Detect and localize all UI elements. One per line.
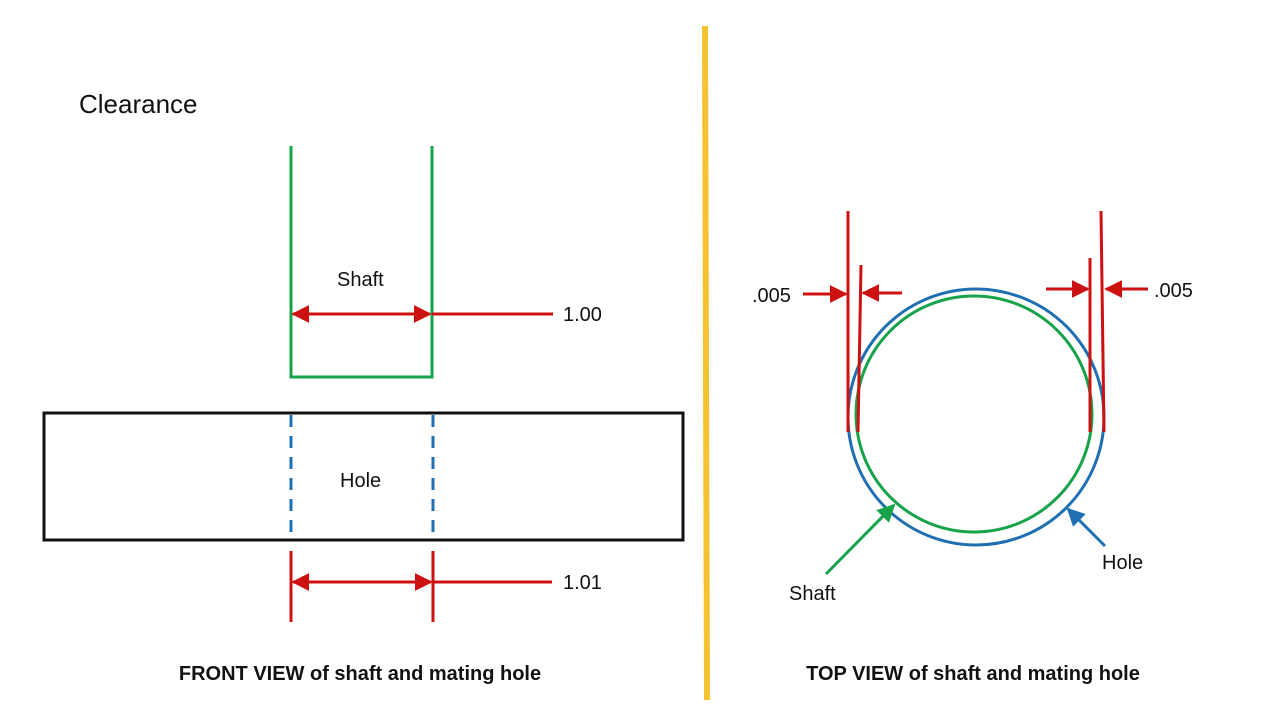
top-right-clearance-value: .005 <box>1154 280 1193 302</box>
top-shaft-circle <box>854 294 1094 534</box>
diagram-title: Clearance <box>79 89 198 119</box>
front-shaft-label: Shaft <box>337 269 384 291</box>
top-hole-circle <box>846 287 1106 547</box>
front-view-caption: FRONT VIEW of shaft and mating hole <box>179 663 541 685</box>
top-shaft-leader <box>824 503 896 576</box>
top-shaft-label: Shaft <box>789 583 836 605</box>
top-view: .005 .005 Shaft Hole TOP VIEW of shaft a… <box>752 210 1193 685</box>
front-shaft-dim-value: 1.00 <box>563 304 602 326</box>
top-left-ext-inner <box>856 264 863 433</box>
front-shaft-outline <box>289 146 434 379</box>
view-divider <box>702 25 710 701</box>
front-block-outline <box>42 411 685 542</box>
top-hole-label: Hole <box>1102 552 1143 574</box>
top-view-caption: TOP VIEW of shaft and mating hole <box>806 663 1140 685</box>
front-hole-label: Hole <box>340 470 381 492</box>
top-left-clearance-value: .005 <box>752 285 791 307</box>
top-hole-leader <box>1066 507 1107 548</box>
front-hole-dim-value: 1.01 <box>563 572 602 594</box>
front-view: Shaft 1.00 Hole 1.01 FRONT VIEW of shaft… <box>42 146 685 685</box>
top-right-ext-outer <box>1099 210 1106 433</box>
